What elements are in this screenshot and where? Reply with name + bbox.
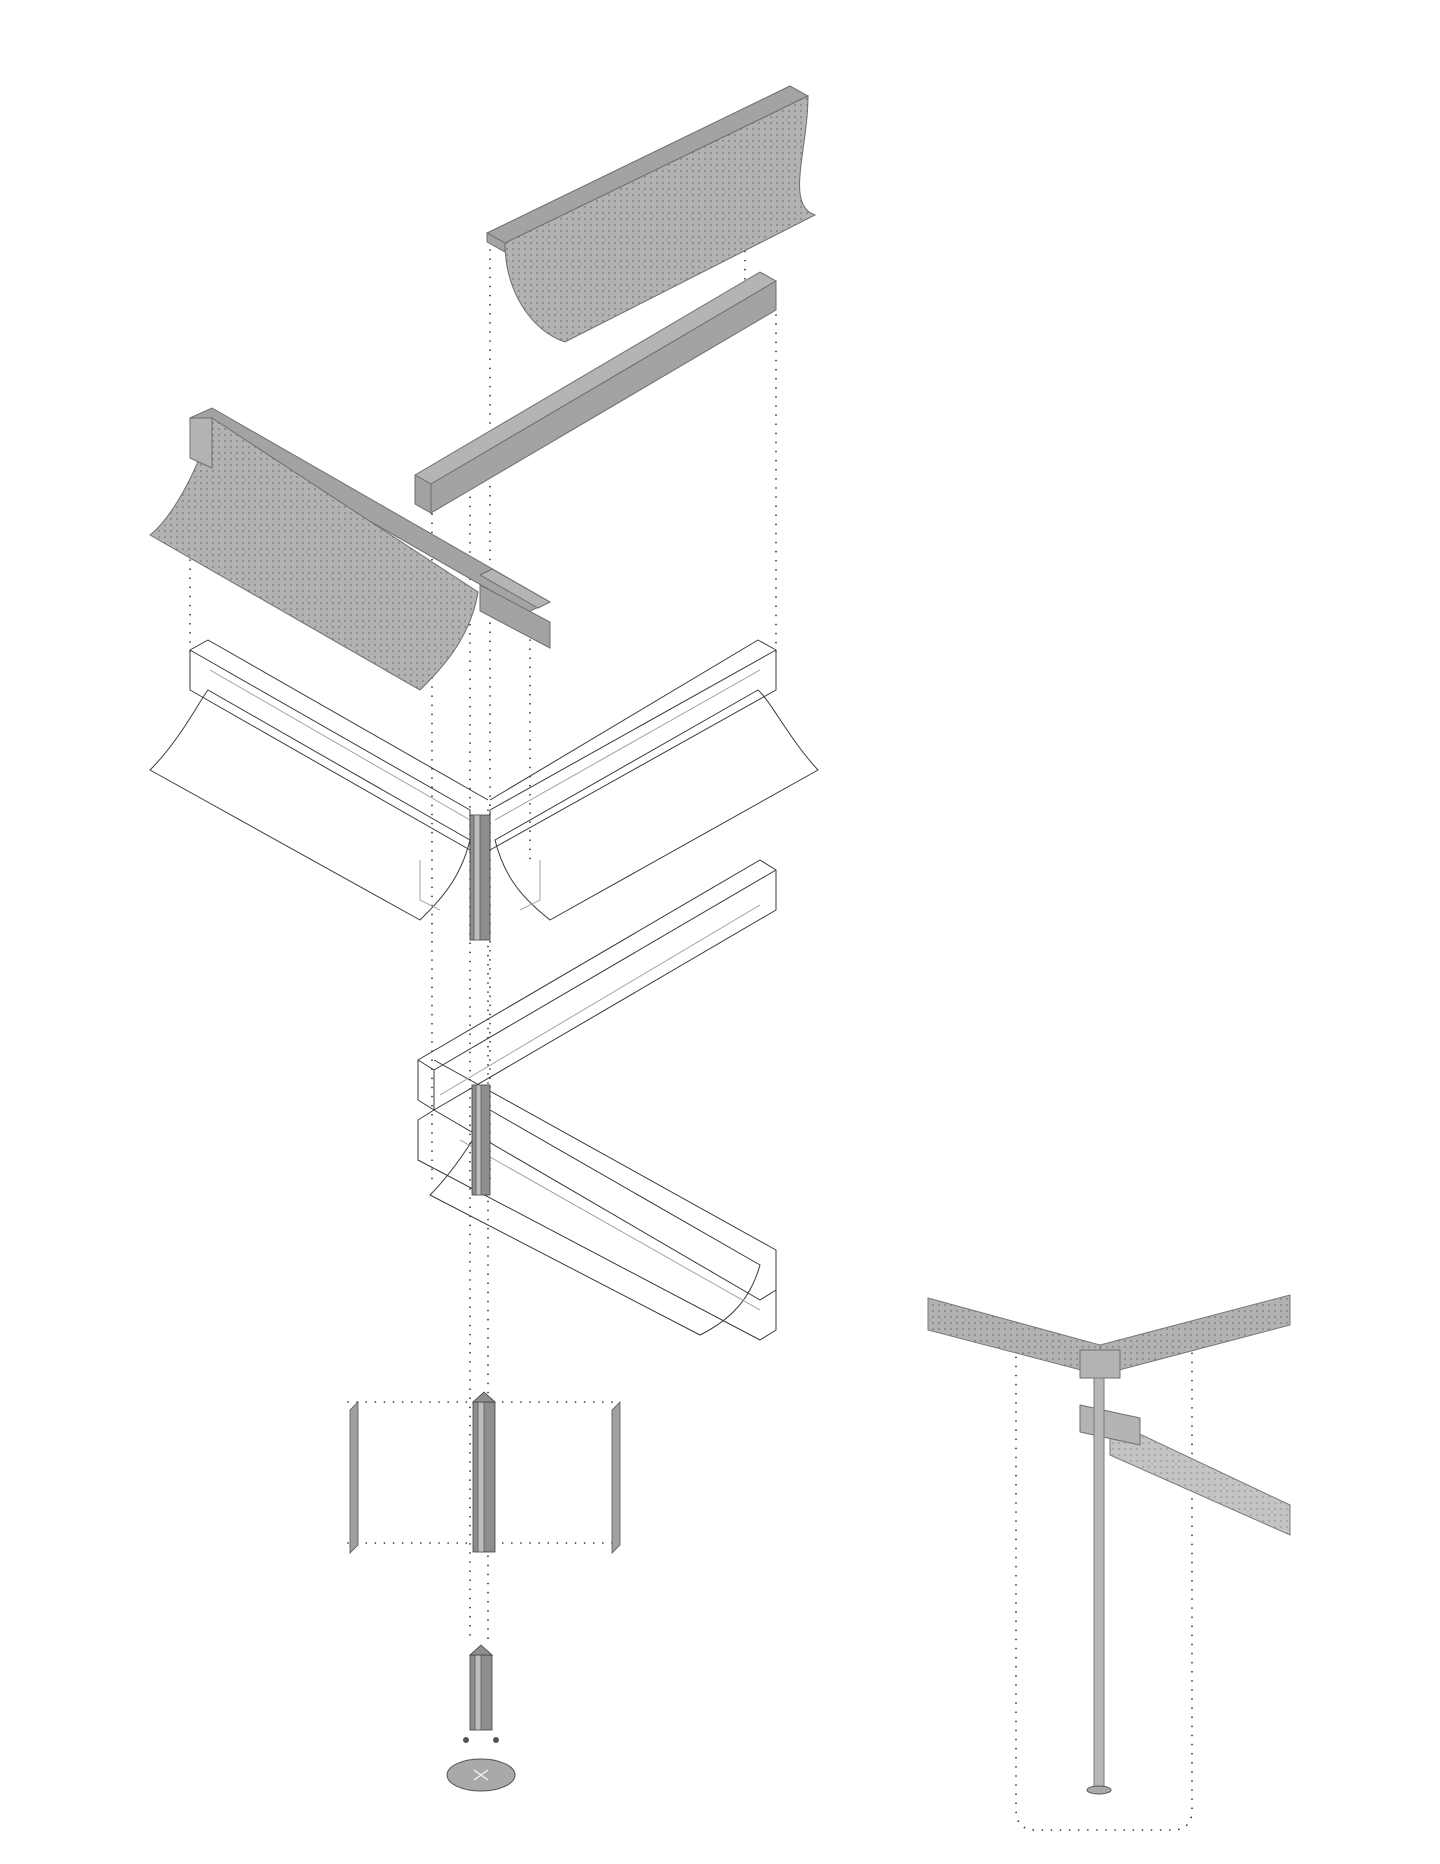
upper-channel-beam	[414, 271, 777, 514]
column-panel-set	[349, 1391, 621, 1554]
exploded-view	[149, 85, 819, 1792]
column	[1093, 1377, 1105, 1789]
middle-canopy-outline	[149, 639, 819, 941]
lower-beam-outline	[417, 859, 777, 1341]
upper-canopy-shell	[485, 85, 817, 343]
column-post-base	[446, 1644, 516, 1792]
assembled-detail-view	[927, 1294, 1291, 1831]
left-canopy-shell	[149, 407, 552, 691]
